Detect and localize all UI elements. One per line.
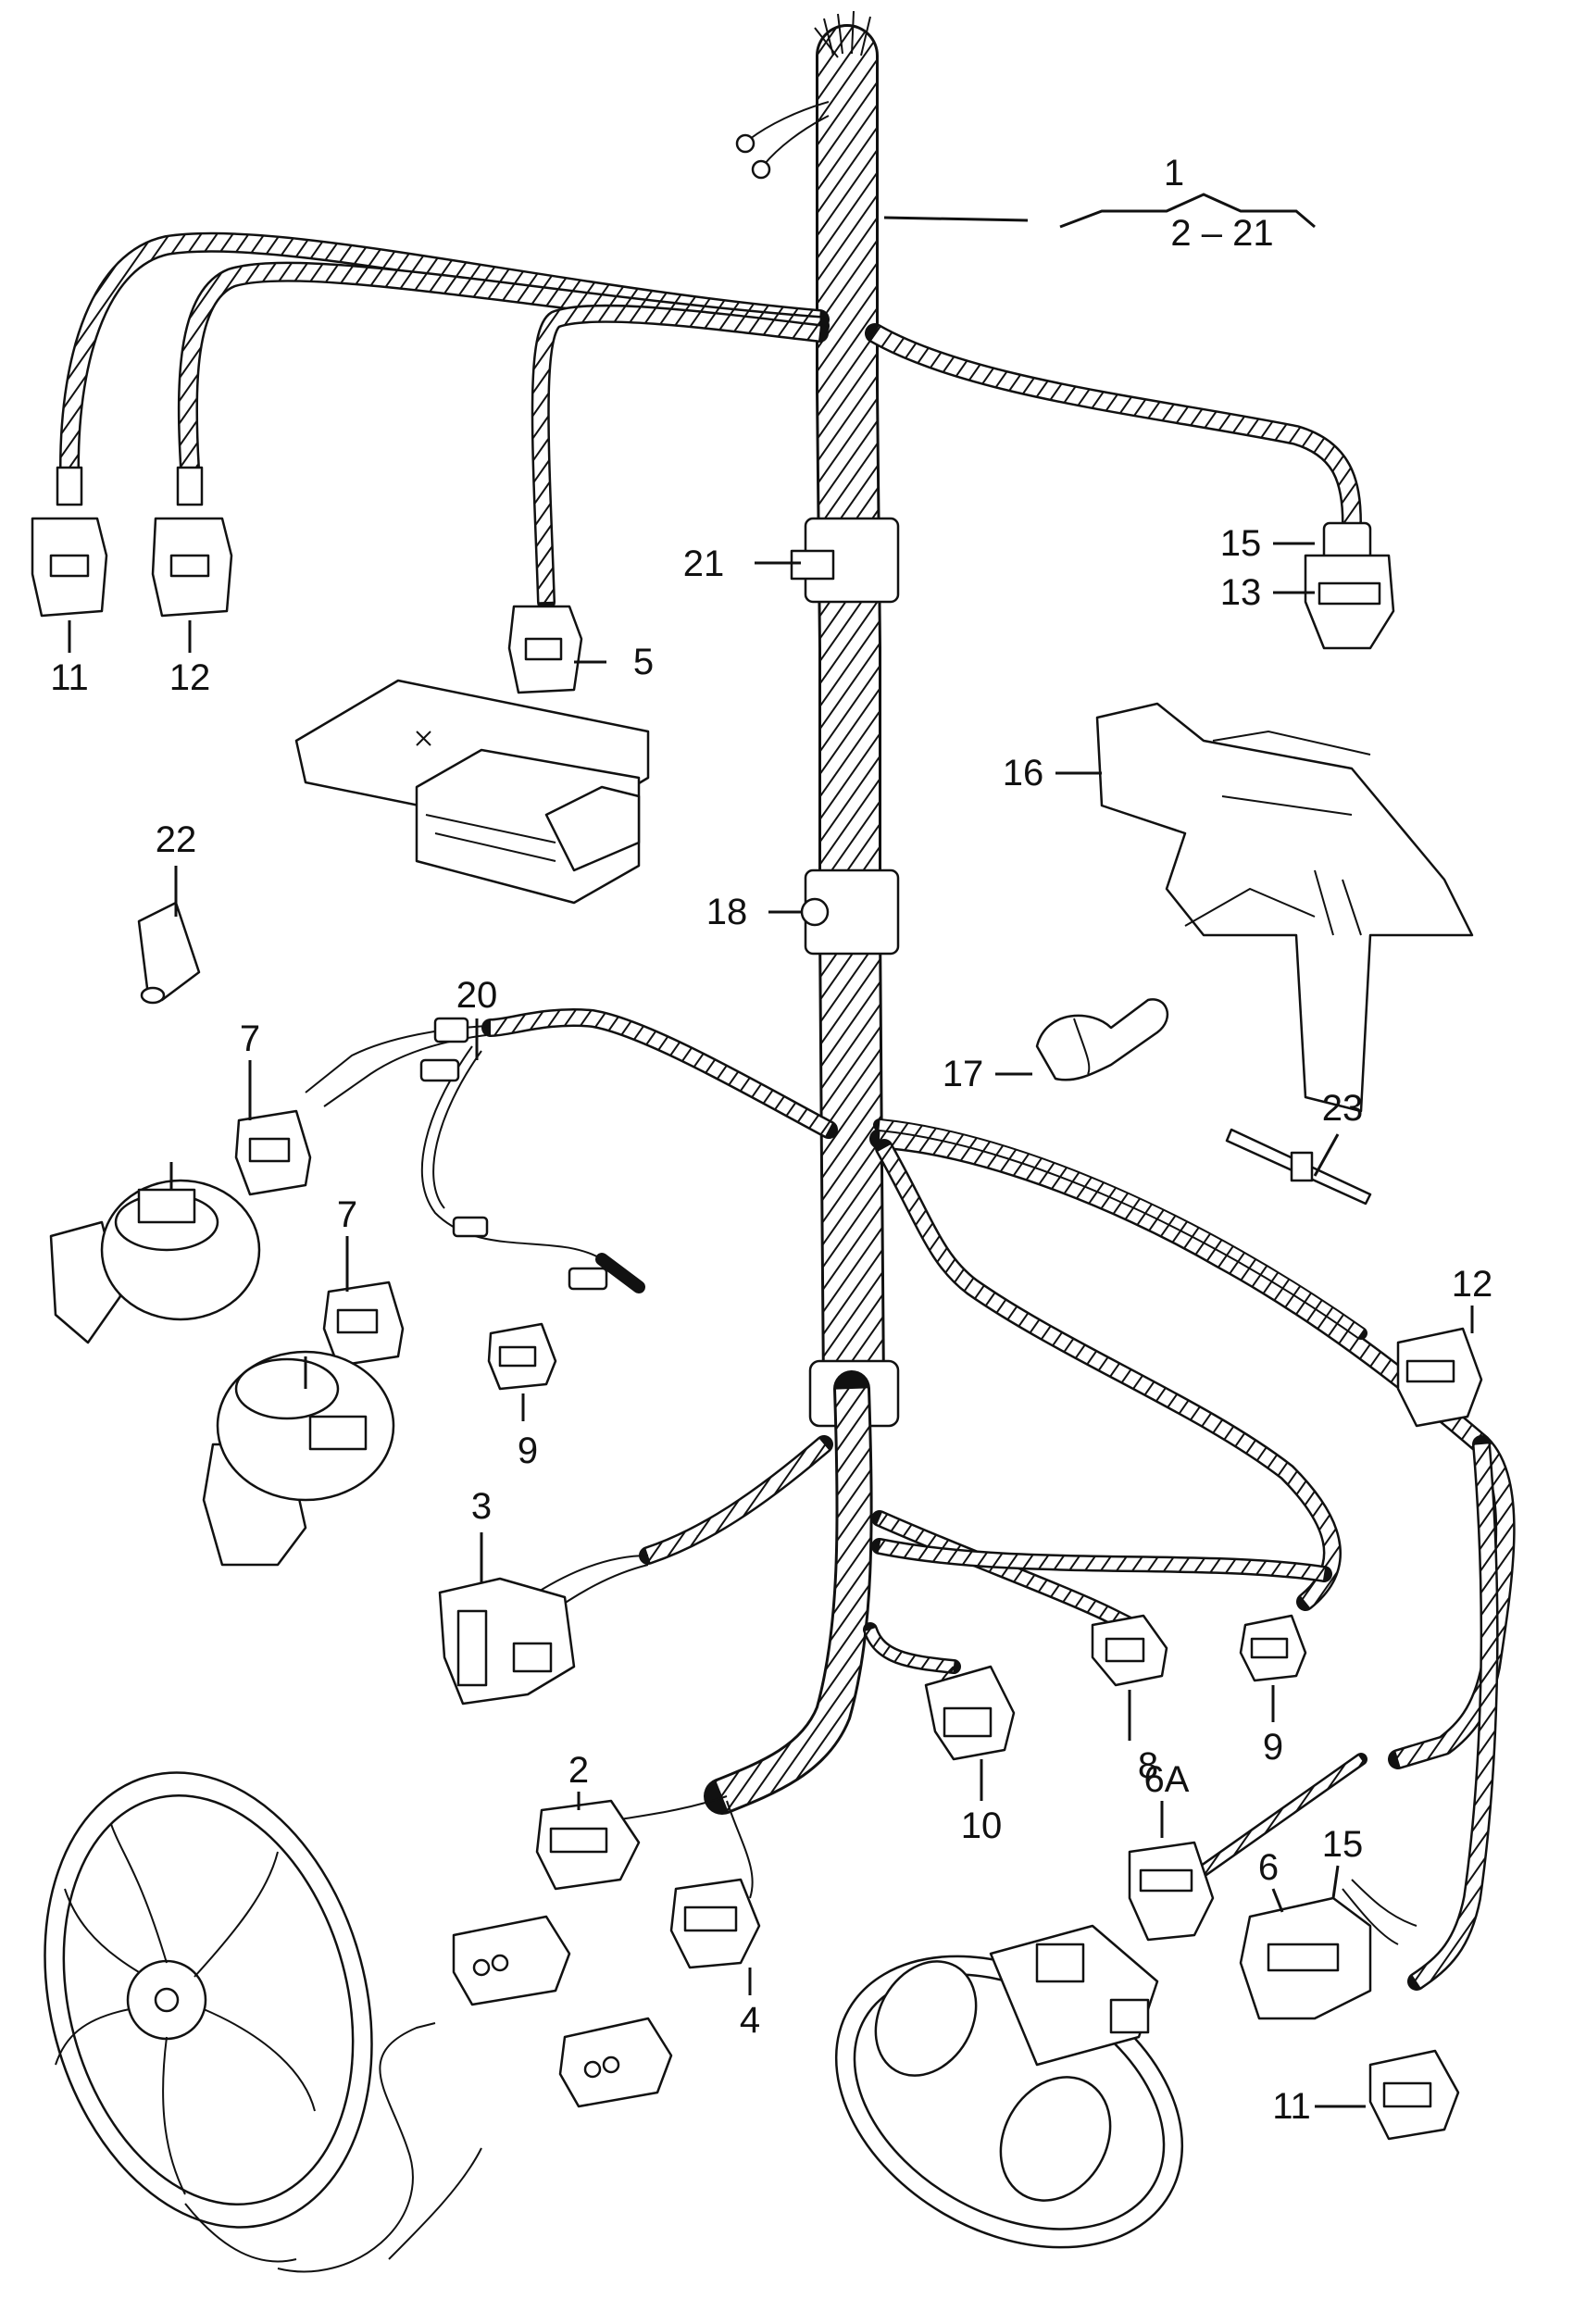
connector-12-right bbox=[1396, 1327, 1483, 1428]
label-17: 17 bbox=[943, 1054, 984, 1094]
label-21: 21 bbox=[683, 544, 725, 584]
label-assembly: 1 bbox=[1164, 153, 1184, 194]
pin-22 bbox=[137, 901, 201, 1005]
clip-18 bbox=[800, 868, 900, 956]
label-15-top: 15 bbox=[1220, 523, 1262, 564]
connector-11-top bbox=[31, 466, 108, 618]
horn-branch bbox=[305, 1008, 838, 1293]
connector-2 bbox=[535, 1795, 728, 1891]
label-6: 6 bbox=[1258, 1847, 1279, 1888]
upper-right-branch bbox=[865, 323, 1362, 533]
ground-eyelets bbox=[735, 101, 830, 180]
connector-7-lower bbox=[322, 1281, 405, 1368]
label-22: 22 bbox=[156, 819, 197, 860]
connector-8 bbox=[1091, 1614, 1168, 1687]
label-11-bottom: 11 bbox=[1272, 2086, 1311, 2127]
main-harness-trunk bbox=[814, 10, 885, 1420]
connector-9-upper bbox=[487, 1322, 557, 1391]
connector-5 bbox=[507, 605, 583, 694]
label-7-lower: 7 bbox=[337, 1194, 357, 1235]
connector-6-with-seal-15 bbox=[1239, 1879, 1417, 2020]
label-9-right: 9 bbox=[1263, 1727, 1283, 1768]
label-16: 16 bbox=[1003, 753, 1044, 793]
headlight bbox=[834, 1924, 1184, 2249]
label-11-top: 11 bbox=[50, 657, 89, 698]
label-7-upper: 7 bbox=[240, 1018, 260, 1059]
fan-plug-upper bbox=[452, 1915, 571, 2006]
cable-tie-23 bbox=[1225, 1128, 1372, 1206]
label-6a: 6A bbox=[1144, 1759, 1190, 1800]
label-9-left: 9 bbox=[518, 1431, 538, 1471]
cable-guide-16 bbox=[1095, 702, 1474, 1113]
connector-6a bbox=[1128, 1753, 1367, 1942]
horn-upper bbox=[49, 1162, 261, 1344]
connector-9-right bbox=[1239, 1614, 1307, 1682]
clip-21 bbox=[790, 517, 900, 604]
label-13: 13 bbox=[1220, 572, 1262, 613]
connector-7-upper bbox=[234, 1109, 312, 1196]
horn-lower bbox=[202, 1350, 395, 1567]
leader-lines bbox=[68, 193, 1474, 2108]
fan-plug-lower bbox=[558, 2017, 673, 2108]
label-20: 20 bbox=[456, 975, 498, 1016]
label-2: 2 bbox=[568, 1750, 589, 1791]
label-4: 4 bbox=[740, 2000, 760, 2041]
label-18: 18 bbox=[706, 892, 748, 932]
label-10: 10 bbox=[961, 1805, 1003, 1846]
label-3: 3 bbox=[471, 1486, 492, 1527]
connector-12-top bbox=[151, 466, 233, 618]
label-12-top: 12 bbox=[169, 657, 211, 698]
connector-4 bbox=[669, 1800, 761, 1969]
clip-17 bbox=[1035, 998, 1168, 1081]
upper-left-branches bbox=[59, 231, 830, 611]
callout-labels: 1 2 – 21 21 5 15 13 16 18 17 23 22 20 7 … bbox=[50, 153, 1492, 2127]
connector-11-bottom bbox=[1368, 2049, 1460, 2141]
connector-10 bbox=[924, 1665, 1016, 1761]
label-8: 8 bbox=[1138, 1745, 1158, 1786]
label-12-right: 12 bbox=[1452, 1264, 1493, 1305]
label-5: 5 bbox=[633, 642, 654, 682]
radiator-fan bbox=[44, 1771, 482, 2273]
label-15-bottom: 15 bbox=[1322, 1824, 1364, 1865]
label-assembly-range: 2 – 21 bbox=[1170, 213, 1273, 254]
lower-trunk bbox=[639, 1370, 1332, 1815]
relay-box bbox=[294, 679, 650, 905]
connector-3 bbox=[438, 1555, 649, 1706]
connector-13-with-seal-15 bbox=[1304, 521, 1395, 650]
label-23: 23 bbox=[1322, 1088, 1364, 1129]
